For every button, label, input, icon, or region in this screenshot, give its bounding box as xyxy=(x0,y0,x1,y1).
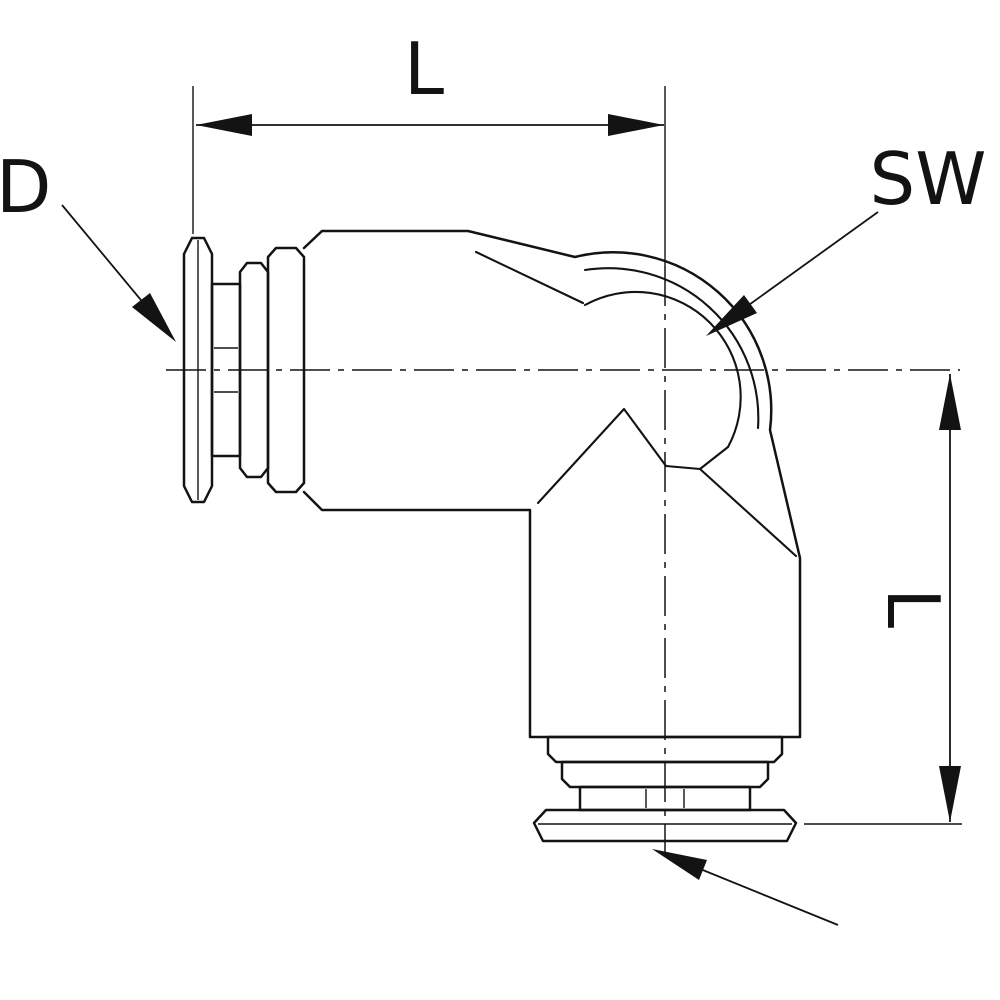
left-port xyxy=(182,236,306,504)
bottom-end-cap xyxy=(532,808,798,843)
elbow-interior-lines xyxy=(474,250,798,558)
cone-transition-line xyxy=(474,250,585,305)
leader-label-sw: SW xyxy=(870,137,987,221)
left-ring-inner xyxy=(266,246,306,494)
leader-bottom-port xyxy=(652,849,839,926)
left-end-cap xyxy=(182,236,214,504)
right-chamfer-line xyxy=(698,467,798,558)
inner-corner-left-edge xyxy=(536,407,668,505)
elbow-body xyxy=(302,229,802,739)
fitting-outline xyxy=(182,229,802,843)
dome-inner-arc xyxy=(583,290,742,449)
leader-arrow-bottom xyxy=(652,849,707,880)
bottom-collet-teeth xyxy=(645,789,685,808)
leader-diameter: D xyxy=(0,145,176,342)
dimension-top: L xyxy=(192,27,666,266)
dimension-right: L xyxy=(804,374,962,825)
dimension-arrow-down xyxy=(939,766,961,822)
inner-corner-right-edge xyxy=(664,445,730,471)
dimension-label-horizontal: L xyxy=(404,27,444,111)
dimension-arrow-left xyxy=(196,114,252,136)
dimension-arrow-up xyxy=(939,374,961,430)
dome-chamfer-arc xyxy=(583,267,760,430)
dimension-arrow-right xyxy=(608,114,664,136)
left-collet-teeth xyxy=(214,347,238,393)
dimension-label-vertical: L xyxy=(871,588,955,628)
leader-arrow-sw xyxy=(706,295,757,336)
leader-line-sw xyxy=(727,211,879,321)
bottom-ring-outer xyxy=(560,760,770,789)
leader-arrow-d xyxy=(132,293,176,342)
leader-label-d: D xyxy=(0,145,51,229)
centerlines xyxy=(166,266,960,854)
leader-line-bottom xyxy=(687,863,839,926)
leader-wrench-size: SW xyxy=(706,137,986,336)
bottom-ring-inner xyxy=(546,735,784,764)
bottom-port xyxy=(532,735,798,843)
